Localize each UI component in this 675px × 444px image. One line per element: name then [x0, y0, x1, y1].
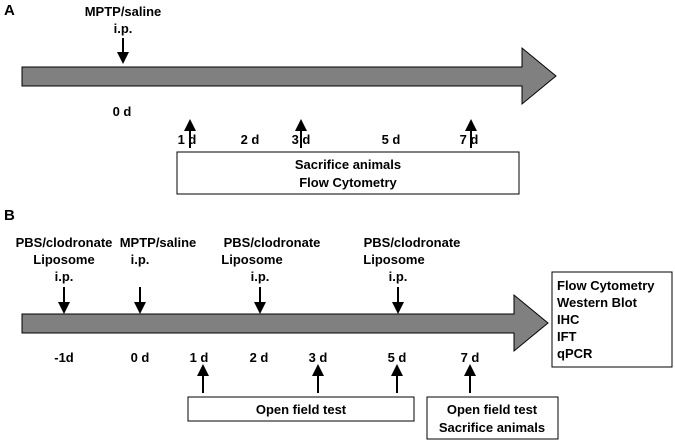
- panel-b-day-7: 7 d: [461, 350, 480, 365]
- panel-b-treatment-3-line1: PBS/clodronate: [224, 235, 321, 250]
- panel-b-final-line1: Open field test: [447, 402, 538, 417]
- panel-b-day-3: 3 d: [309, 350, 328, 365]
- panel-a-day-7: 7 d: [460, 132, 479, 147]
- panel-a-day-2: 2 d: [241, 132, 260, 147]
- panel-a-day-1: 1 d: [178, 132, 197, 147]
- panel-b-treatment-3-line3: i.p.: [251, 269, 270, 284]
- panel-b-timeline-arrow: [21, 293, 549, 353]
- panel-b-assay-1: Flow Cytometry: [557, 278, 655, 293]
- panel-a-box-line2: Flow Cytometry: [299, 175, 397, 190]
- panel-b-letter: B: [4, 207, 15, 224]
- panel-a-day-0: 0 d: [113, 104, 132, 119]
- panel-b-day-0: 0 d: [131, 350, 150, 365]
- panel-b-treatment-1-line3: i.p.: [55, 269, 74, 284]
- panel-b-treatment-4-line2: Liposome: [363, 252, 424, 267]
- panel-a-box-line1: Sacrifice animals: [295, 157, 401, 172]
- panel-b-treatment-3-line2: Liposome: [221, 252, 282, 267]
- panel-b-assay-4: IFT: [557, 329, 577, 344]
- panel-b-treatment-1-line1: PBS/clodronate: [16, 235, 113, 250]
- panel-b-treatment-4-line1: PBS/clodronate: [364, 235, 461, 250]
- panel-a-day-5: 5 d: [382, 132, 401, 147]
- panel-b-treatment-2-line2: i.p.: [131, 252, 150, 267]
- panel-b-open-field-label: Open field test: [256, 402, 347, 417]
- panel-b-final-line2: Sacrifice animals: [439, 420, 545, 435]
- panel-b-day-2: 2 d: [250, 350, 269, 365]
- panel-b-assay-2: Western Blot: [557, 295, 638, 310]
- panel-b-treatment-4-line3: i.p.: [389, 269, 408, 284]
- panel-a-treatment-line1: MPTP/saline: [85, 4, 162, 19]
- panel-a-timeline-arrow: [21, 46, 557, 106]
- panel-b-final-box: [426, 396, 559, 440]
- panel-b-assay-5: qPCR: [557, 346, 593, 361]
- panel-b-assay-3: IHC: [557, 312, 580, 327]
- panel-a-result-box: [176, 151, 520, 195]
- panel-a-treatment-line2: i.p.: [114, 21, 133, 36]
- panel-b-treatment-2-line1: MPTP/saline: [120, 235, 197, 250]
- panel-a-letter: A: [4, 2, 15, 19]
- panel-b-day-1: 1 d: [190, 350, 209, 365]
- panel-b-treatment-1-line2: Liposome: [33, 252, 94, 267]
- panel-b-open-field-box: [187, 396, 415, 422]
- panel-b-day-minus-1: -1d: [54, 350, 74, 365]
- panel-b-day-5: 5 d: [388, 350, 407, 365]
- panel-b-assays-box: [551, 271, 673, 368]
